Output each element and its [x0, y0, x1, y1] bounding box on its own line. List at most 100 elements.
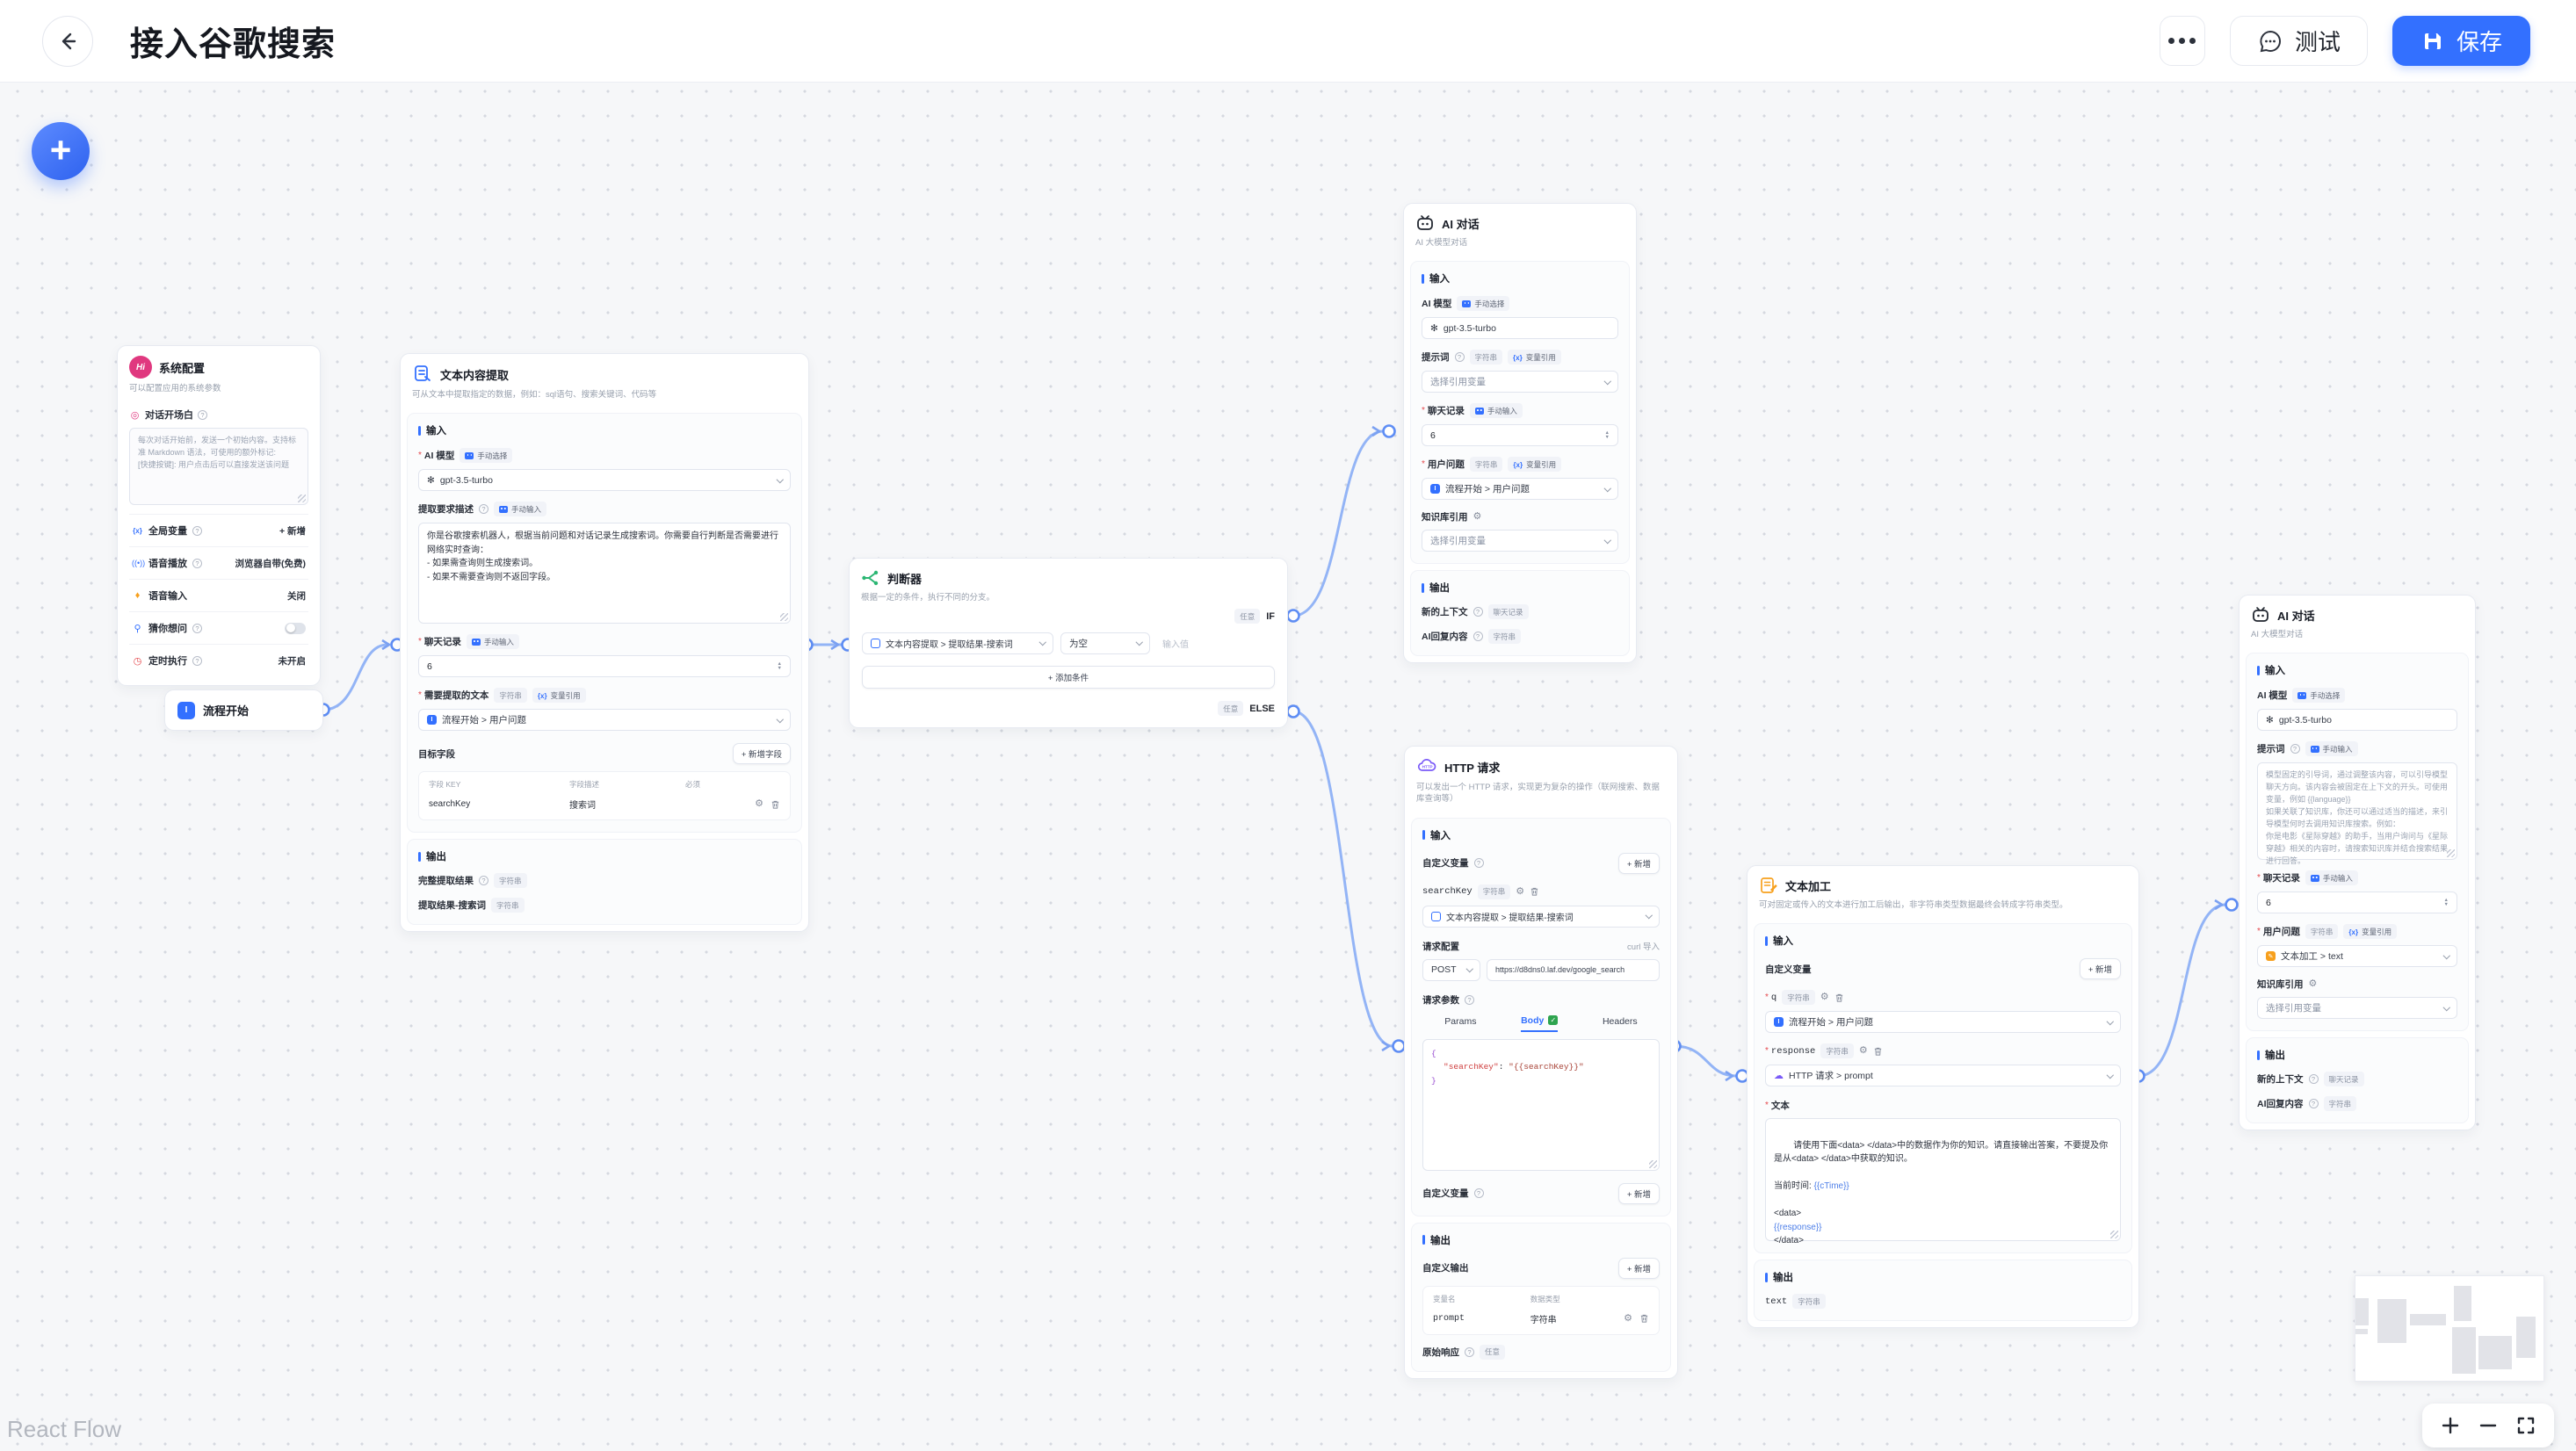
field-label: 提示词 — [2257, 744, 2285, 755]
welcome-textarea[interactable]: 每次对话开始前，发送一个初始内容。支持标准 Markdown 语法，可使用的额外… — [129, 428, 308, 506]
global-variable-row[interactable]: 全局变量 + 新增 — [129, 514, 308, 546]
tab-params[interactable]: Params — [1444, 1015, 1477, 1027]
more-button[interactable] — [2159, 16, 2205, 66]
model-select[interactable]: ✻ gpt-3.5-turbo — [2257, 709, 2457, 732]
gear-icon[interactable] — [1859, 1046, 1868, 1056]
node-flow-start[interactable]: 流程开始 — [164, 689, 323, 731]
variable-icon — [1513, 460, 1523, 469]
node-title: 文本加工 — [1785, 879, 1832, 893]
tts-row[interactable]: ((•)) 语音播放 浏览器自带(免费) — [129, 546, 308, 579]
chat-history-input[interactable]: 6 — [418, 655, 791, 678]
field-label: 提示词 — [1422, 352, 1450, 364]
node-system-config[interactable]: Hi 系统配置 可以配置应用的系统参数 ◎ 对话开场白 每次对话开始前，发送一个… — [117, 345, 321, 687]
trash-icon[interactable] — [1873, 1046, 1883, 1057]
model-select[interactable]: ✻ gpt-3.5-turbo — [418, 469, 791, 492]
gear-icon[interactable] — [1516, 887, 1524, 897]
gear-icon[interactable] — [1820, 993, 1829, 1002]
var-ref-badge: 变量引用 — [2343, 924, 2398, 940]
model-select[interactable]: ✻ gpt-3.5-turbo — [1422, 317, 1618, 340]
gear-icon[interactable] — [1473, 512, 1482, 522]
trash-icon[interactable] — [1834, 993, 1844, 1003]
help-icon — [192, 655, 202, 666]
back-button[interactable] — [42, 15, 93, 67]
add-variable-button[interactable]: + 新增 — [1617, 852, 1660, 874]
add-variable-button[interactable]: + 新增 — [1617, 1182, 1660, 1204]
variable-value-select[interactable]: 文本内容提取 > 提取结果-搜索词 — [1422, 905, 1660, 928]
node-ai-chat-1[interactable]: AI 对话 AI 大模型对话 输入 AI 模型 手动选择 ✻ gpt-3.5-t… — [1403, 203, 1637, 664]
curl-import-button[interactable]: curl 导入 — [1627, 942, 1660, 953]
var1-value-select[interactable]: 流程开始 > 用户问题 — [1765, 1011, 2121, 1034]
node-classifier[interactable]: 判断器 根据一定的条件，执行不同的分支。 任意 IF 文本内容提取 > 提取结果… — [849, 558, 1288, 728]
step-down-icon[interactable] — [778, 667, 782, 671]
zoom-in-button[interactable] — [2439, 1414, 2462, 1437]
edge-handle[interactable] — [2225, 898, 2239, 912]
test-button[interactable]: 测试 — [2229, 16, 2368, 66]
number-stepper[interactable] — [778, 662, 782, 671]
column-header: 字段描述 — [569, 780, 600, 790]
condition-value-input[interactable]: 输入值 — [1162, 640, 1189, 650]
add-field-button[interactable]: + 新增字段 — [732, 743, 791, 765]
trash-icon[interactable] — [771, 799, 780, 810]
variable-name: searchKey — [1422, 886, 1473, 898]
fit-view-button[interactable] — [2514, 1414, 2537, 1437]
template-text: </data> — [1774, 1236, 1804, 1246]
add-condition-button[interactable]: + 添加条件 — [862, 666, 1275, 689]
node-content-extract[interactable]: 文本内容提取 可从文本中提取指定的数据，例如：sql语句、搜索关键词、代码等 输… — [400, 353, 809, 933]
add-variable-button[interactable]: + 新增 — [2079, 958, 2121, 980]
add-node-button[interactable] — [32, 122, 90, 180]
gear-icon[interactable] — [755, 799, 763, 809]
condition-variable-select[interactable]: 文本内容提取 > 提取结果-搜索词 — [862, 632, 1053, 654]
node-http-request[interactable]: HTTP HTTP 请求 可以发出一个 HTTP 请求，实现更为复杂的操作（联网… — [1404, 746, 1678, 1379]
user-question-select[interactable]: 文本加工 > text — [2257, 945, 2457, 968]
add-variable-button[interactable]: + 新增 — [279, 525, 306, 537]
input-value: 6 — [1430, 430, 1436, 441]
add-output-button[interactable]: + 新增 — [1617, 1257, 1660, 1279]
guess-question-toggle[interactable] — [285, 622, 306, 634]
trash-icon[interactable] — [1639, 1313, 1649, 1324]
method-select[interactable]: POST — [1422, 958, 1480, 981]
page-title: 接入谷歌搜索 — [130, 26, 336, 63]
step-down-icon[interactable] — [2444, 903, 2449, 907]
step-down-icon[interactable] — [1605, 436, 1610, 440]
node-text-editor[interactable]: 文本加工 可对固定或传入的文本进行加工后输出，非字符串类型数据最终会转成字符串类… — [1747, 865, 2139, 1329]
gear-icon[interactable] — [2309, 979, 2318, 989]
prompt-textarea[interactable]: 模型固定的引导词，通过调整该内容，可以引导模型聊天方向。该内容会被固定在上下文的… — [2257, 762, 2457, 865]
edge-handle[interactable] — [1286, 704, 1300, 718]
condition-operator-select[interactable]: 为空 — [1060, 632, 1150, 654]
kb-ref-select[interactable]: 选择引用变量 — [1422, 530, 1618, 552]
number-stepper[interactable] — [2444, 899, 2449, 907]
guess-question-row[interactable]: ⚲ 猜你想问 — [129, 611, 308, 644]
code-brace: { — [1431, 1048, 1436, 1058]
node-ai-chat-2[interactable]: AI 对话 AI 大模型对话 输入 AI 模型 手动选择 ✻ gpt-3.5-t… — [2239, 595, 2476, 1131]
tab-headers[interactable]: Headers — [1602, 1015, 1638, 1027]
body-code-editor[interactable]: { "searchKey": "{{searchKey}}" } — [1422, 1038, 1660, 1171]
string-badge: 字符串 — [1820, 1043, 1854, 1059]
prompt-var-select[interactable]: 选择引用变量 — [1422, 371, 1618, 393]
trash-icon[interactable] — [1530, 886, 1539, 897]
user-question-select[interactable]: 流程开始 > 用户问题 — [1422, 478, 1618, 501]
edge-handle[interactable] — [1286, 609, 1300, 623]
scheduled-run-row[interactable]: ◷ 定时执行 未开启 — [129, 644, 308, 676]
voice-input-row[interactable]: ♦ 语音输入 关闭 — [129, 579, 308, 611]
kb-ref-select[interactable]: 选择引用变量 — [2257, 997, 2457, 1020]
edge-handle[interactable] — [1392, 1039, 1406, 1053]
number-stepper[interactable] — [1605, 431, 1610, 440]
minimap[interactable] — [2355, 1275, 2544, 1382]
var2-value-select[interactable]: HTTP 请求 > prompt — [1765, 1065, 2121, 1087]
url-input[interactable]: https://d8dns0.laf.dev/google_search — [1487, 958, 1660, 981]
edge-handle[interactable] — [1382, 424, 1396, 438]
save-button[interactable]: 保存 — [2391, 16, 2530, 66]
output-label: 完整提取结果 — [418, 876, 474, 887]
zoom-out-button[interactable] — [2477, 1414, 2500, 1437]
node-desc: 可以配置应用的系统参数 — [129, 384, 221, 393]
chevron-down-icon — [1038, 639, 1046, 646]
if-label: IF — [1266, 610, 1275, 622]
extract-requirement-textarea[interactable]: 你是谷歌搜索机器人，根据当前问题和对话记录生成搜索词。你需要自行判断是否需要进行… — [418, 523, 791, 624]
extract-source-select[interactable]: 流程开始 > 用户问题 — [418, 709, 791, 732]
gear-icon[interactable] — [1624, 1314, 1632, 1324]
chat-history-input[interactable]: 6 — [1422, 424, 1618, 447]
chat-history-input[interactable]: 6 — [2257, 892, 2457, 914]
text-template-editor[interactable]: 请使用下面<data> </data>中的数据作为你的知识。请直接输出答案，不要… — [1765, 1118, 2121, 1245]
tab-body[interactable]: Body — [1521, 1015, 1559, 1032]
